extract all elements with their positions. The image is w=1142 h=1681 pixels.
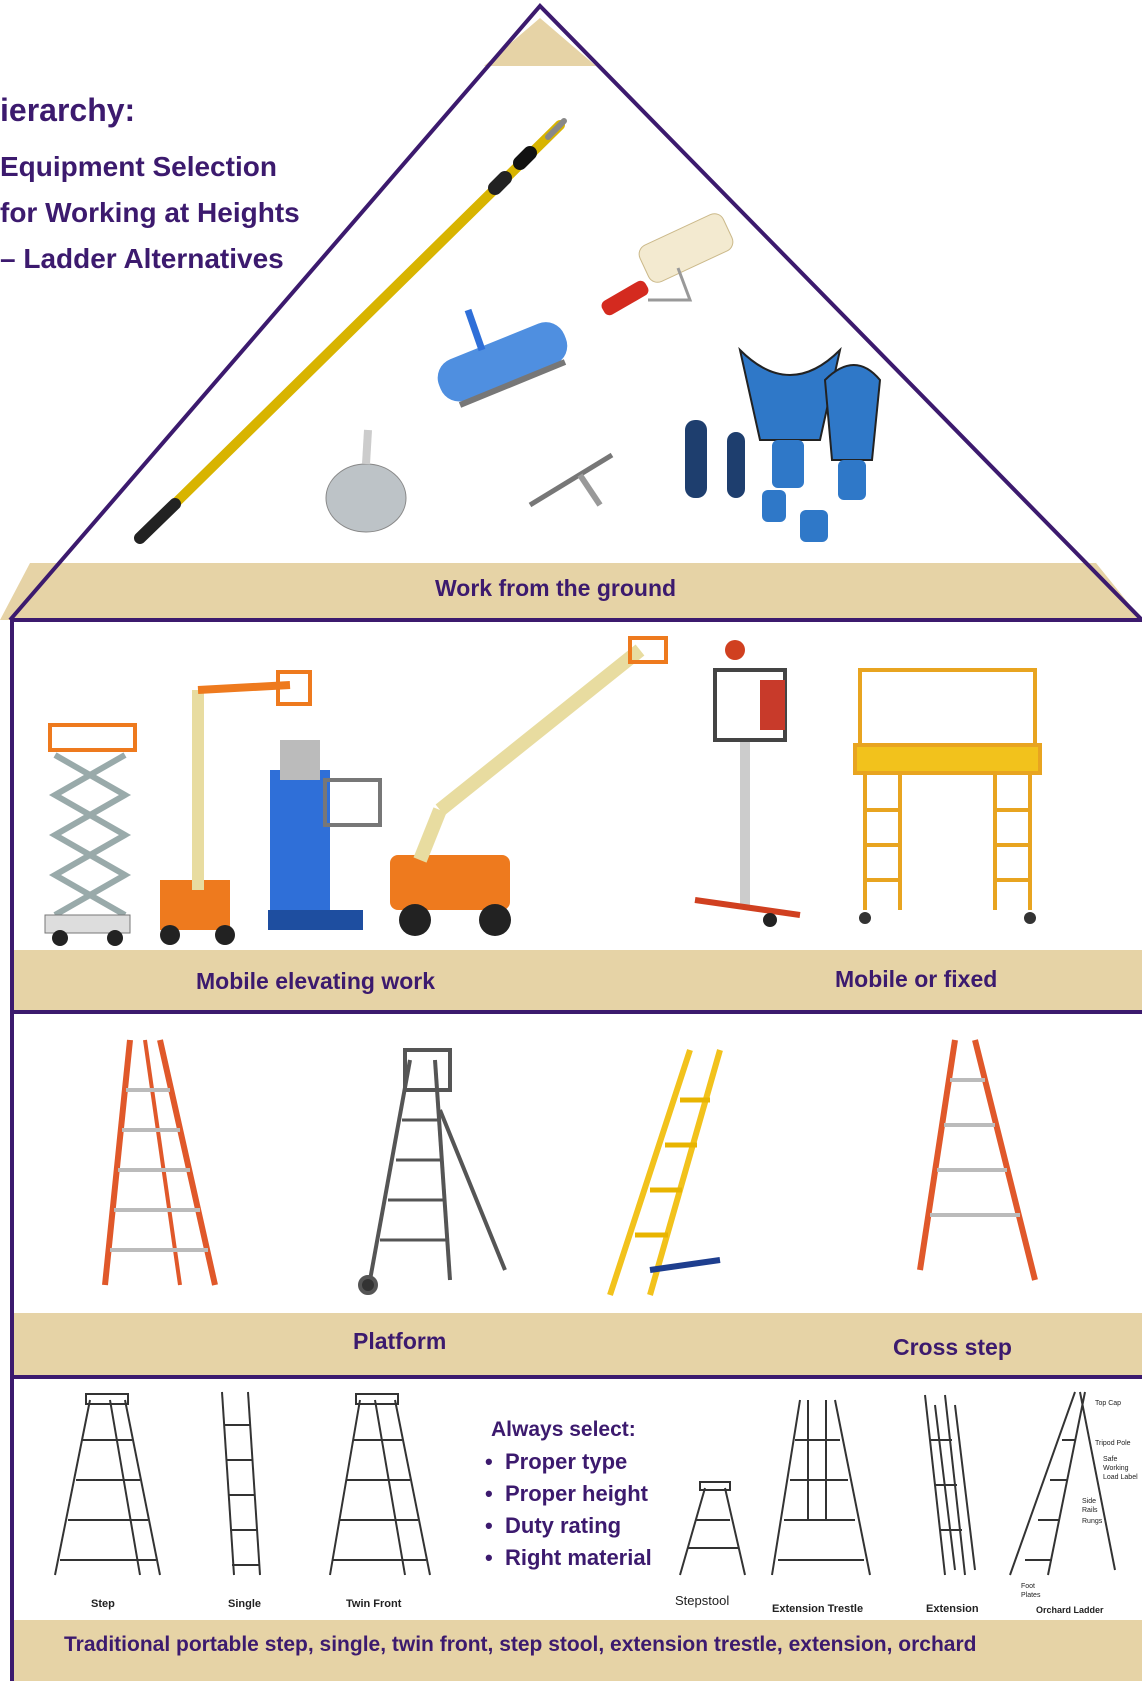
tier-platform-label-left: Platform <box>353 1328 447 1354</box>
annotation-rails: Rails <box>1082 1507 1098 1514</box>
always-select-item: Duty rating <box>483 1510 652 1542</box>
tier-platform-band <box>14 1313 1142 1375</box>
annotation-plates: Plates <box>1021 1592 1041 1599</box>
tier-mobile-label-left: Mobile elevating work <box>196 968 435 994</box>
personnel-lift <box>268 740 382 930</box>
tier-traditional-band <box>14 1620 1142 1681</box>
caption-twin-front: Twin Front <box>346 1598 402 1610</box>
extension-pole <box>134 118 567 544</box>
extension-trestle-drawing <box>771 1399 871 1576</box>
tier-platform-bottom-line <box>10 1375 1142 1379</box>
heading-line1: ierarchy: <box>0 92 136 128</box>
bulb-changer-set <box>685 346 882 542</box>
tier-mobile-label-right: Mobile or fixed <box>835 966 998 992</box>
single-ladder-drawing <box>221 1391 261 1576</box>
frame-left-line <box>10 620 14 1681</box>
paint-roller <box>601 213 734 316</box>
traditional-ladder-drawings <box>54 1391 1116 1576</box>
tier-ground-label: Work from the ground <box>435 575 677 601</box>
twin-front-ladder-drawing <box>329 1393 431 1576</box>
always-select-heading: Always select: <box>491 1418 636 1441</box>
yellow-mobile-platform-ladder <box>607 1049 723 1296</box>
caption-single: Single <box>228 1598 262 1610</box>
always-select-box: Always select: Proper type Proper height… <box>483 1418 652 1574</box>
tier-mobile-band <box>14 950 1142 1010</box>
annotation-top-cap: Top Cap <box>1095 1400 1122 1407</box>
heading: ierarchy: Equipment Selection for Workin… <box>0 88 300 282</box>
platform-ladder-illustrations <box>102 1039 1038 1296</box>
stepstool-drawing <box>679 1481 746 1576</box>
orange-platform-ladder <box>102 1039 218 1286</box>
annotation-side: Side <box>1082 1498 1097 1505</box>
tier-platform-label-right: Cross step <box>893 1334 1012 1360</box>
annotation-safe: Safe <box>1103 1456 1118 1463</box>
caption-orchard: Orchard Ladder <box>1036 1605 1104 1615</box>
pyramid-roof <box>0 3 1142 622</box>
caged-platform-ladder <box>358 1048 507 1295</box>
orchard-ladder-drawing <box>1009 1391 1116 1576</box>
always-select-item: Proper height <box>483 1478 652 1510</box>
tier-mobile-bottom-line <box>10 1010 1142 1014</box>
heading-line3: for Working at Heights <box>0 197 300 228</box>
caption-extension-trestle: Extension Trestle <box>772 1603 864 1615</box>
squeegee <box>528 452 614 508</box>
annotation-working: Working <box>1103 1465 1129 1472</box>
scissor-lift <box>44 723 137 946</box>
extension-pole-illustration <box>134 118 882 544</box>
annotation-rungs: Rungs <box>1082 1518 1103 1525</box>
window-scrubber <box>437 308 568 408</box>
mobile-scaffold <box>853 668 1042 924</box>
step-ladder-drawing <box>54 1393 161 1576</box>
always-select-item: Right material <box>483 1542 652 1574</box>
caption-step: Step <box>91 1598 115 1610</box>
heading-line2: Equipment Selection <box>0 151 277 182</box>
always-select-item: Proper type <box>483 1446 652 1478</box>
mast-lift <box>694 640 801 927</box>
tier-traditional-label: Traditional portable step, single, twin … <box>64 1633 977 1656</box>
caption-stepstool: Stepstool <box>675 1593 730 1608</box>
annotation-foot: Foot <box>1021 1583 1036 1590</box>
annotation-tripod-pole: Tripod Pole <box>1095 1440 1131 1447</box>
articulating-boom-lift <box>390 636 668 936</box>
always-select-list: Proper type Proper height Duty rating Ri… <box>483 1446 652 1574</box>
extension-ladder-drawing <box>924 1394 976 1576</box>
mobile-elevating-illustrations <box>44 636 1042 946</box>
cobweb-brush <box>325 429 407 533</box>
heading-line4: – Ladder Alternatives <box>0 243 284 274</box>
orange-cross-step-ladder <box>917 1039 1038 1281</box>
vertical-boom-lift <box>160 670 312 945</box>
annotation-load-label: Load Label <box>1103 1474 1138 1481</box>
caption-extension: Extension <box>926 1603 979 1615</box>
